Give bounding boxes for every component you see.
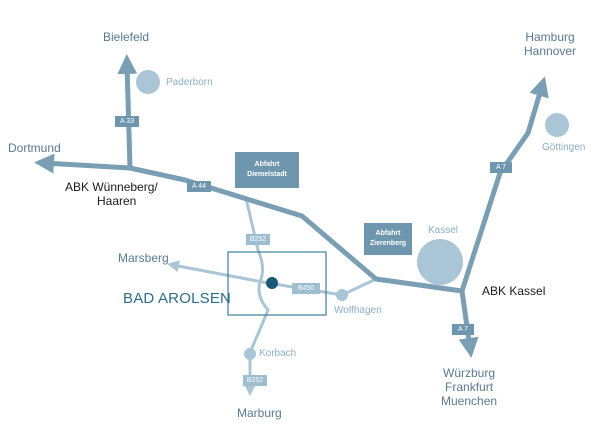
label-wuerzburg: Würzburg [443,366,496,380]
paderborn-dot [136,70,160,94]
label-muenchen: Muenchen [441,393,498,408]
label-goettingen: Göttingen [542,142,586,153]
exit-diemelstadt: Abfahrt Diemelstadt [235,152,299,188]
label-hamburg: Hamburg [525,30,575,44]
label-abk-wuenneberg-line1: ABK Wünneberg/ [65,180,158,194]
label-marsberg: Marsberg [118,251,169,265]
road-shield-a7-north: A 7 [490,162,512,173]
label-paderborn: Paderborn [166,77,213,88]
label-hannover: Hannover [524,43,577,58]
bad-arolsen-dot [266,277,278,289]
motorways [34,54,549,358]
exit-zierenberg-line2: Zierenberg [369,240,407,247]
bad-arolsen-highlight [227,251,327,316]
road-shield-a33: A 33 [115,116,139,127]
road-b252 [244,196,270,396]
wolfhagen-dot [336,289,348,301]
road-shield-b252-south: B252 [243,375,267,386]
label-abk-kassel: ABK Kassel [482,284,546,298]
motorway-a44 [127,165,465,294]
label-hamburg-hannover: Hamburg Hannover [524,30,577,59]
motorway-a7-north [459,76,549,294]
label-bad-arolsen: BAD AROLSEN [123,290,232,307]
exit-zierenberg: Abfahrt Zierenberg [364,223,412,255]
road-shield-a7-south: A 7 [452,324,474,335]
exit-diemelstadt-line1: Abfahrt [254,161,280,168]
label-marburg: Marburg [237,406,282,420]
korbach-dot [244,348,256,360]
road-to-marsberg [167,260,270,285]
label-abk-wuenneberg: ABK Wünneberg/ Haaren [65,180,158,209]
goettingen-dot [545,113,569,137]
label-bielefeld: Bielefeld [103,30,150,44]
label-frankfurt: Frankfurt [445,379,494,394]
road-b450 [266,277,378,297]
label-dortmund: Dortmund [8,141,61,155]
motorway-a7-south [458,288,479,358]
label-korbach: Korbach [259,348,297,359]
kassel-dot [417,239,463,285]
exit-diemelstadt-line2: Diemelstadt [247,171,287,178]
label-destinations-south: Würzburg Frankfurt Muenchen [441,366,498,408]
motorway-a44-west [34,153,133,174]
exit-zierenberg-line1: Abfahrt [375,230,401,237]
label-kassel: Kassel [428,225,459,236]
road-shield-b252-north: B252 [246,234,270,245]
label-abk-wuenneberg-line2: Haaren [97,193,137,208]
road-shield-b450: B450 [292,283,320,294]
label-wolfhagen: Wolfhagen [334,305,382,316]
road-shield-a44: A 44 [187,181,211,192]
